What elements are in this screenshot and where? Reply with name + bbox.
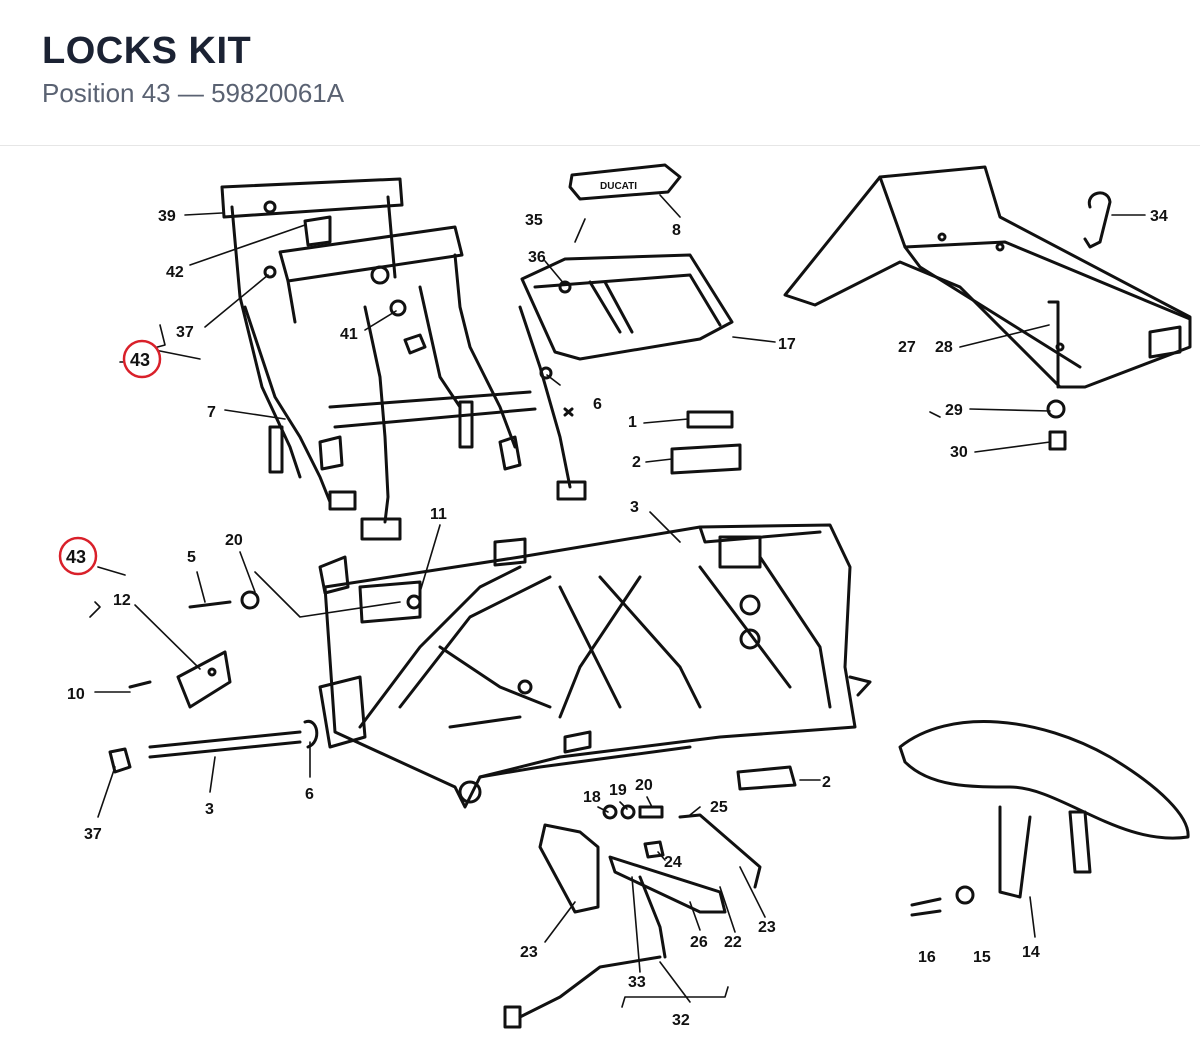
callout-32: 32 [672, 1012, 690, 1029]
callout-29: 28 [935, 339, 953, 356]
callout-28: 27 [898, 339, 916, 356]
callout-13: 12 [113, 592, 131, 609]
callout-21: 20 [225, 532, 243, 549]
callout-7: 5 [187, 549, 196, 566]
hardware-parts [108, 191, 1112, 917]
callout-37: 37 [84, 826, 102, 843]
callout-10: 8 [672, 222, 681, 239]
callout-6: 6 [305, 786, 314, 803]
callout-33: 33 [628, 974, 646, 991]
callout-15: 15 [973, 949, 991, 966]
callout-42: 42 [166, 264, 184, 281]
callout-35: 35 [525, 212, 543, 229]
callout-26: 25 [710, 799, 728, 816]
callout-19: 19 [609, 782, 627, 799]
callout-16: 16 [918, 949, 936, 966]
exploded-parts-diagram: DUCATI [0, 147, 1200, 1047]
callout-8: 6 [593, 396, 602, 413]
callout-43-lower-label: 43 [66, 547, 86, 567]
leader-lines [89, 194, 1146, 1008]
callout-1: 1 [628, 414, 637, 431]
callout-14: 14 [1022, 944, 1040, 961]
rear-subframe [220, 177, 587, 541]
callout-2-lower: 2 [822, 774, 831, 791]
callout-41: 41 [340, 326, 358, 343]
page-header: LOCKS KIT Position 43 — 59820061A [0, 0, 1200, 146]
callout-23: 23 [758, 919, 776, 936]
callout-20: 20 [635, 777, 653, 794]
callout-5: 3 [205, 801, 214, 818]
front-mudguard [898, 720, 1190, 899]
callout-11: 10 [67, 686, 85, 703]
page-subtitle: Position 43 — 59820061A [42, 78, 345, 108]
callout-36: 36 [528, 249, 546, 266]
highlight-callout-43-lower[interactable]: 43 [58, 536, 98, 576]
battery-tray [520, 253, 734, 361]
callout-labels: 39 42 37 41 7 35 36 8 17 6 1 2 3 11 5 20… [67, 208, 1168, 1029]
engine-guard [783, 165, 1192, 389]
seat-pad: DUCATI [568, 163, 682, 201]
callout-24: 23 [520, 944, 538, 961]
callout-43-upper-label: 43 [130, 350, 150, 370]
callout-17: 17 [778, 336, 796, 353]
callout-22: 22 [724, 934, 742, 951]
callout-18: 18 [583, 789, 601, 806]
main-frame [318, 523, 872, 809]
callout-40: 39 [158, 208, 176, 225]
callout-2-upper: 2 [632, 454, 641, 471]
callout-34: 34 [1150, 208, 1168, 225]
callout-9: 7 [207, 404, 216, 421]
callout-3: 3 [630, 499, 639, 516]
callout-39: 37 [176, 324, 194, 341]
callout-27: 26 [690, 934, 708, 951]
callout-31: 30 [950, 444, 968, 461]
highlight-callout-43-upper[interactable]: 43 [122, 339, 162, 379]
callout-30: 29 [945, 402, 963, 419]
brand-text: DUCATI [600, 181, 637, 192]
side-stand [503, 813, 762, 1029]
page-title: LOCKS KIT [42, 30, 252, 72]
callout-12: 11 [430, 506, 447, 523]
callout-25: 24 [664, 854, 682, 871]
